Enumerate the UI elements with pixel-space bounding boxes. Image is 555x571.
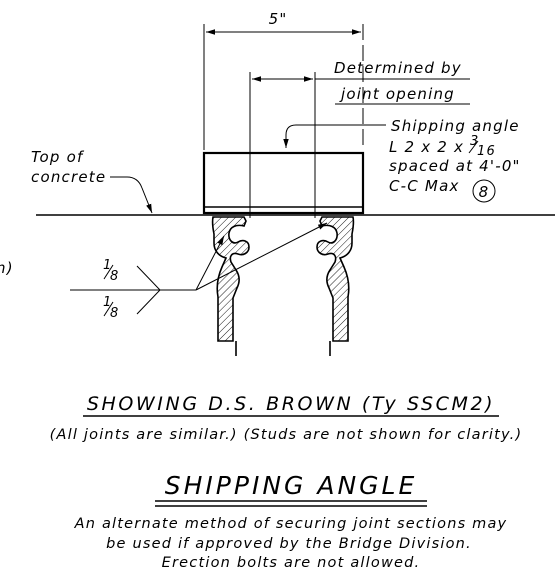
overall-width-label: 5" xyxy=(269,10,288,28)
showing-caption: SHOWING D.S. BROWN (Ty SSCM2) (All joint… xyxy=(50,393,523,443)
top-of-concrete: Top of concrete xyxy=(31,148,555,216)
top-of-concrete-line2: concrete xyxy=(31,168,106,186)
weld-bottom-size-numerator: 1 xyxy=(103,295,112,310)
note-line-2: be used if approved by the Bridge Divisi… xyxy=(106,536,472,552)
left-joint-extrusion xyxy=(211,216,250,356)
angle-size-prefix: L 2 x 2 x xyxy=(389,138,464,156)
weld-top-size-denominator: 8 xyxy=(110,269,119,284)
angle-spacing-text: spaced at 4'-0" xyxy=(389,157,521,175)
angle-thickness-numerator: 3 xyxy=(470,134,479,149)
top-of-concrete-line1: Top of xyxy=(31,148,85,166)
angle-cc-max-text: C-C Max xyxy=(389,177,460,195)
overall-width-dimension: 5" xyxy=(203,10,364,150)
determined-by-text: Determined by xyxy=(334,59,462,77)
joint-opening-dimension: Determined by joint opening xyxy=(249,59,470,218)
note-8-number: 8 xyxy=(479,183,490,201)
shipping-angle-callout: Shipping angle L 2 x 2 x 3 16 spaced at … xyxy=(389,117,521,203)
angle-thickness-denominator: 16 xyxy=(477,144,496,159)
note-8-circle xyxy=(472,179,496,203)
main-title-block: SHIPPING ANGLE An alternate method of se… xyxy=(74,471,508,571)
joint-opening-text: joint opening xyxy=(339,85,455,103)
right-joint-extrusion xyxy=(316,216,355,356)
left-edge-text-fragment: n) xyxy=(0,259,14,277)
shipping-angle-leader xyxy=(283,124,386,148)
weld-symbol: 1 8 1 8 xyxy=(70,222,328,321)
shipping-angle-block xyxy=(202,151,365,215)
main-title: SHIPPING ANGLE xyxy=(165,471,418,500)
showing-note: (All joints are similar.) (Studs are not… xyxy=(50,427,523,443)
weld-top-size-numerator: 1 xyxy=(103,258,112,273)
showing-title: SHOWING D.S. BROWN (Ty SSCM2) xyxy=(87,393,495,415)
angle-size-text: L 2 x 2 x xyxy=(389,138,464,156)
shipping-angle-label: Shipping angle xyxy=(391,117,520,135)
note-line-3: Erection bolts are not allowed. xyxy=(162,555,421,571)
note-line-1: An alternate method of securing joint se… xyxy=(74,516,508,532)
weld-bottom-size-denominator: 8 xyxy=(110,306,119,321)
